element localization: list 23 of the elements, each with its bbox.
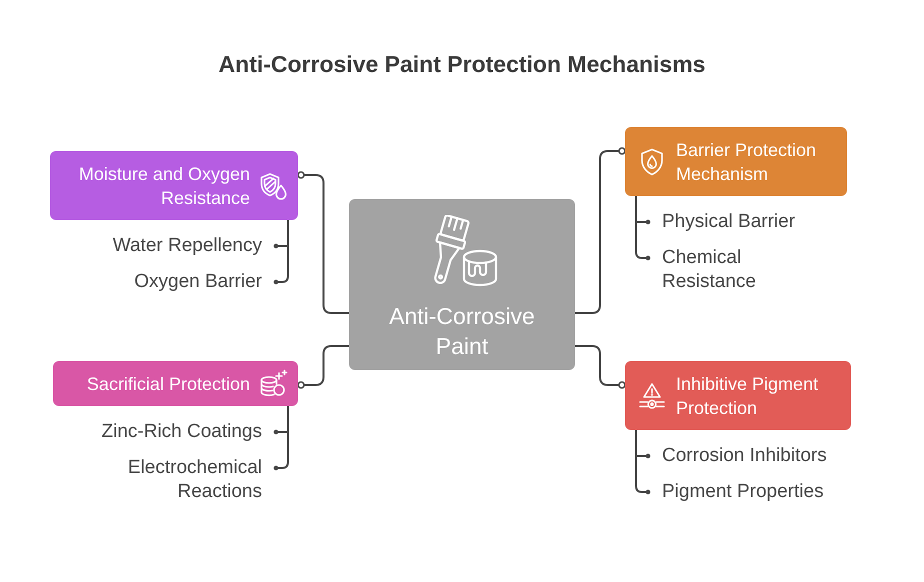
central-topic-text: Anti-Corrosive Paint [388,302,536,361]
sub-item-label: Oxygen Barrier [134,270,262,294]
category-heading: Moisture and Oxygen Resistance [78,162,250,210]
sub-item-label: Pigment Properties [662,480,824,504]
sub-item-label: Zinc-Rich Coatings [102,420,262,444]
sub-item-label: Water Repellency [112,234,262,258]
category-heading: Barrier Protection Mechanism [676,138,818,186]
category-box [625,127,847,196]
category-box [50,151,298,220]
sub-item-label: Electrochemical Reactions [126,456,262,504]
diagram-title: Anti-Corrosive Paint Protection Mechanisms [218,50,706,79]
category-heading: Sacrificial Protection [86,372,250,396]
connector-line [297,345,349,389]
category-heading: Inhibitive Pigment Protection [676,372,820,420]
sub-item-label: Physical Barrier [662,210,796,234]
connector-line [297,171,349,314]
central-topic-box [349,199,575,370]
category-box [53,361,298,406]
connector-line [575,147,626,314]
sub-item-label: Chemical Resistance [662,246,757,294]
category-box [625,361,851,430]
sub-item-label: Corrosion Inhibitors [662,444,827,468]
connector-line [575,345,626,389]
